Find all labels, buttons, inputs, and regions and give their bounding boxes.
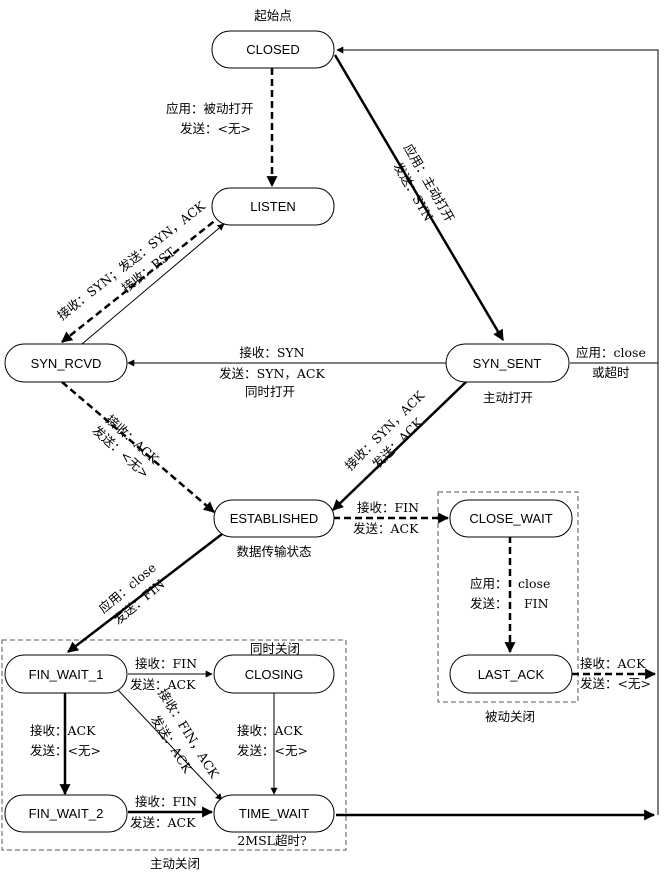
- label-est-closewait-recv: 接收：FIN: [357, 500, 419, 515]
- label-closewait-lastack-send: 发送：: [470, 596, 508, 611]
- edge-established-finwait1: [67, 530, 227, 653]
- edge-return-bus: [336, 46, 659, 815]
- caption-simultaneous-open: 同时打开: [245, 384, 295, 399]
- state-established-label: ESTABLISHED: [230, 511, 319, 526]
- label-lastack-closed-send: 发送：<无>: [580, 676, 651, 691]
- label-closewait-lastack-app: 应用：: [470, 576, 508, 591]
- state-closed: CLOSED: [211, 30, 335, 69]
- state-syn-sent-label: SYN_SENT: [473, 356, 542, 371]
- state-time-wait: TIME_WAIT: [213, 794, 335, 833]
- caption-start: 起始点: [254, 8, 292, 23]
- state-time-wait-label: TIME_WAIT: [239, 806, 309, 821]
- state-close-wait-label: CLOSE_WAIT: [469, 511, 552, 526]
- label-lastack-closed-recv: 接收：ACK: [580, 656, 646, 671]
- caption-active-close: 主动关闭: [150, 856, 200, 871]
- state-listen: LISTEN: [211, 187, 335, 226]
- label-synsent-close-timeout: 或超时: [592, 365, 630, 380]
- caption-simultaneous-close: 同时关闭: [250, 641, 300, 656]
- edge-listen-synrcvd: [61, 214, 223, 343]
- state-last-ack-label: LAST_ACK: [478, 667, 545, 682]
- state-close-wait: CLOSE_WAIT: [449, 499, 573, 538]
- caption-data-transfer: 数据传输状态: [236, 544, 311, 559]
- label-synsent-synrcvd-send: 发送：SYN，ACK: [219, 366, 325, 381]
- passive-close-box: [437, 491, 579, 703]
- label-closing-timewait-recv: 接收：ACK: [237, 723, 303, 738]
- state-fin-wait-2-label: FIN_WAIT_2: [29, 806, 104, 821]
- state-listen-label: LISTEN: [250, 199, 296, 214]
- label-finwait2-timewait-recv: 接收：FIN: [135, 794, 197, 809]
- state-established: ESTABLISHED: [213, 499, 335, 538]
- state-fin-wait-1: FIN_WAIT_1: [4, 654, 128, 694]
- label-synsent-close-app: 应用：close: [576, 345, 646, 360]
- label-listen-synrcvd: 接收：SYN；发送：SYN，ACK: [54, 198, 208, 323]
- label-closed-listen-recv: 应用：被动打开: [166, 101, 254, 116]
- state-syn-sent: SYN_SENT: [445, 343, 570, 383]
- edge-closed-synsent: [333, 54, 505, 341]
- edge-synrcvd-listen: [81, 223, 225, 345]
- active-close-box: [1, 639, 347, 851]
- state-closed-label: CLOSED: [246, 42, 299, 57]
- state-last-ack: LAST_ACK: [449, 654, 573, 694]
- state-closing: CLOSING: [213, 654, 335, 694]
- label-finwait1-closing-send: 发送：ACK: [130, 677, 196, 692]
- state-syn-rcvd: SYN_RCVD: [4, 343, 128, 383]
- edge-synsent-established: [332, 379, 469, 511]
- label-finwait1-finwait2-send: 发送：<无>: [30, 743, 101, 758]
- label-closing-timewait-send: 发送：<无>: [237, 743, 308, 758]
- state-fin-wait-1-label: FIN_WAIT_1: [29, 667, 104, 682]
- state-syn-rcvd-label: SYN_RCVD: [31, 356, 102, 371]
- caption-passive-close: 被动关闭: [485, 709, 535, 724]
- label-finwait1-closing-recv: 接收：FIN: [135, 656, 197, 671]
- state-closing-label: CLOSING: [245, 667, 304, 682]
- caption-active-open: 主动打开: [483, 390, 533, 405]
- label-finwait1-finwait2-recv: 接收：ACK: [30, 723, 96, 738]
- edge-synrcvd-established: [61, 381, 215, 513]
- label-closed-listen-send: 发送：<无>: [180, 121, 251, 136]
- label-finwait2-timewait-send: 发送：ACK: [130, 815, 196, 830]
- edge-finwait1-timewait: [117, 689, 223, 801]
- label-synsent-synrcvd-recv: 接收：SYN: [239, 345, 304, 360]
- label-closewait-lastack-fin: FIN: [524, 596, 549, 611]
- label-closewait-lastack-close: close: [518, 576, 550, 591]
- state-fin-wait-2: FIN_WAIT_2: [4, 794, 128, 833]
- label-est-closewait-send: 发送：ACK: [353, 521, 419, 536]
- caption-2msl-timeout: 2MSL超时?: [237, 833, 307, 848]
